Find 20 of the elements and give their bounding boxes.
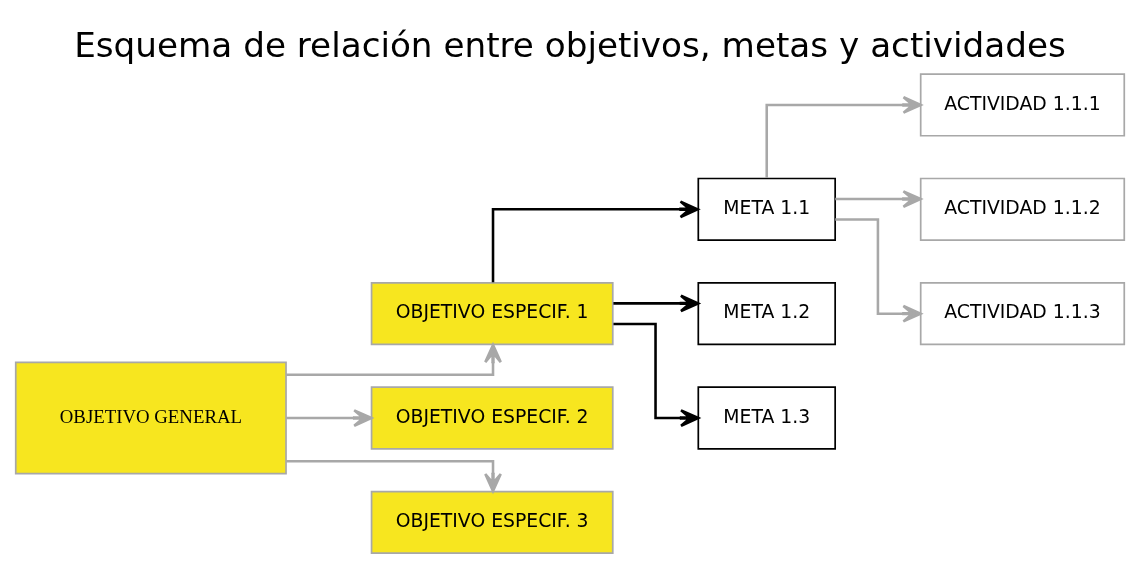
node-box: OBJETIVO ESPECIF. 1 bbox=[370, 282, 614, 346]
arrow bbox=[286, 459, 502, 493]
arrow bbox=[765, 95, 922, 178]
node-box: OBJETIVO ESPECIF. 3 bbox=[370, 490, 614, 554]
arrow bbox=[491, 200, 699, 283]
arrow bbox=[286, 343, 502, 377]
arrow bbox=[835, 190, 922, 209]
node-box: META 1.3 bbox=[697, 386, 836, 450]
node-box: META 1.1 bbox=[697, 177, 836, 241]
arrow bbox=[286, 409, 373, 427]
node-box: OBJETIVO GENERAL bbox=[14, 361, 287, 475]
arrow bbox=[613, 322, 700, 427]
arrow bbox=[613, 294, 700, 313]
node-box: OBJETIVO ESPECIF. 2 bbox=[370, 386, 614, 450]
node-box: ACTIVIDAD 1.1.3 bbox=[919, 282, 1126, 346]
diagram-title: Esquema de relación entre objetivos, metas y actividades bbox=[74, 25, 1066, 66]
node-box: ACTIVIDAD 1.1.2 bbox=[919, 177, 1126, 241]
node-box: ACTIVIDAD 1.1.1 bbox=[919, 73, 1126, 137]
node-box: META 1.2 bbox=[697, 282, 836, 346]
arrow bbox=[835, 218, 922, 323]
